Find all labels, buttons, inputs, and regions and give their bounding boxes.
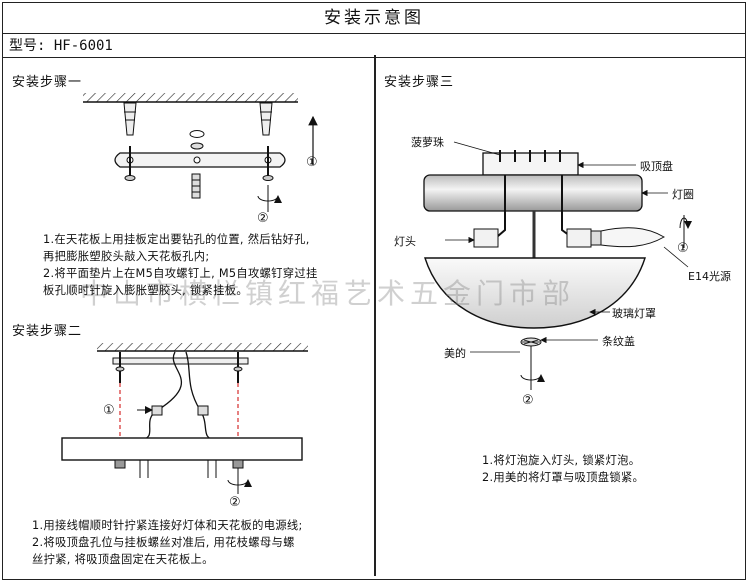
label-decorative-nut: 美的 bbox=[444, 347, 466, 360]
step2-marker-1: ① bbox=[103, 403, 115, 418]
column-divider bbox=[374, 55, 376, 576]
page-title: 安装示意图 bbox=[3, 3, 745, 34]
step3-marker-2: ② bbox=[522, 393, 534, 408]
step3-drawing bbox=[423, 141, 692, 390]
expansion-anchor-left bbox=[123, 102, 137, 136]
label-lamp-holder: 灯头 bbox=[394, 235, 416, 248]
step2-title: 安装步骤二 bbox=[12, 324, 83, 339]
washer bbox=[189, 130, 205, 138]
e14-bulb bbox=[600, 227, 665, 248]
step2-drawing bbox=[61, 343, 308, 494]
label-pineapple-bead: 菠萝珠 bbox=[411, 136, 444, 149]
label-ribbed-cover: 条纹盖 bbox=[602, 335, 635, 348]
nut bbox=[190, 142, 204, 150]
step2-marker-2: ② bbox=[229, 495, 241, 510]
ceiling-canopy bbox=[61, 437, 303, 461]
step3-marker-1: ① bbox=[677, 241, 689, 256]
step1-instructions: 1.在天花板上用挂板定出要钻孔的位置, 然后钻好孔,再把膨胀塑胶头敲入天花板孔内… bbox=[43, 233, 318, 297]
step2-instructions: 1.用接线帽顺时针拧紧连接好灯体和天花板的电源线;2.将吸顶盘孔位与挂板螺丝对准… bbox=[32, 519, 303, 566]
step1-marker-2: ② bbox=[257, 211, 269, 226]
screw-right bbox=[262, 146, 274, 181]
decorative-nut-left bbox=[114, 459, 126, 469]
label-lamp-ring: 灯圈 bbox=[672, 188, 694, 201]
step3-title: 安装步骤三 bbox=[384, 75, 455, 90]
step1-drawing bbox=[83, 93, 318, 212]
label-e14-bulb: E14光源 bbox=[688, 270, 731, 283]
label-ceiling-plate: 吸顶盘 bbox=[640, 160, 673, 173]
screw-left bbox=[124, 146, 136, 181]
lamp-ring bbox=[423, 174, 643, 212]
step2-mounting-plate bbox=[112, 357, 249, 365]
step3-instructions: 1.将灯泡旋入灯头, 锁紧灯泡。2.用美的将灯罩与吸顶盘锁紧。 bbox=[482, 454, 645, 484]
power-wire-right bbox=[185, 351, 216, 441]
expansion-anchor-right bbox=[259, 102, 273, 136]
lamp-holder-left bbox=[473, 228, 499, 248]
power-wire-left bbox=[139, 351, 182, 441]
wire-cap-left bbox=[151, 405, 163, 416]
step1-ceiling bbox=[83, 93, 298, 102]
decorative-nut-right bbox=[232, 459, 244, 469]
label-glass-shade: 玻璃灯罩 bbox=[612, 307, 656, 320]
watermark: 中山市横栏镇红福艺术五金门市部 bbox=[80, 277, 576, 310]
step1-marker-1: ① bbox=[306, 155, 318, 170]
wire-cap-right bbox=[197, 405, 209, 416]
step1-title: 安装步骤一 bbox=[12, 75, 83, 90]
lamp-holder-right bbox=[566, 228, 592, 248]
